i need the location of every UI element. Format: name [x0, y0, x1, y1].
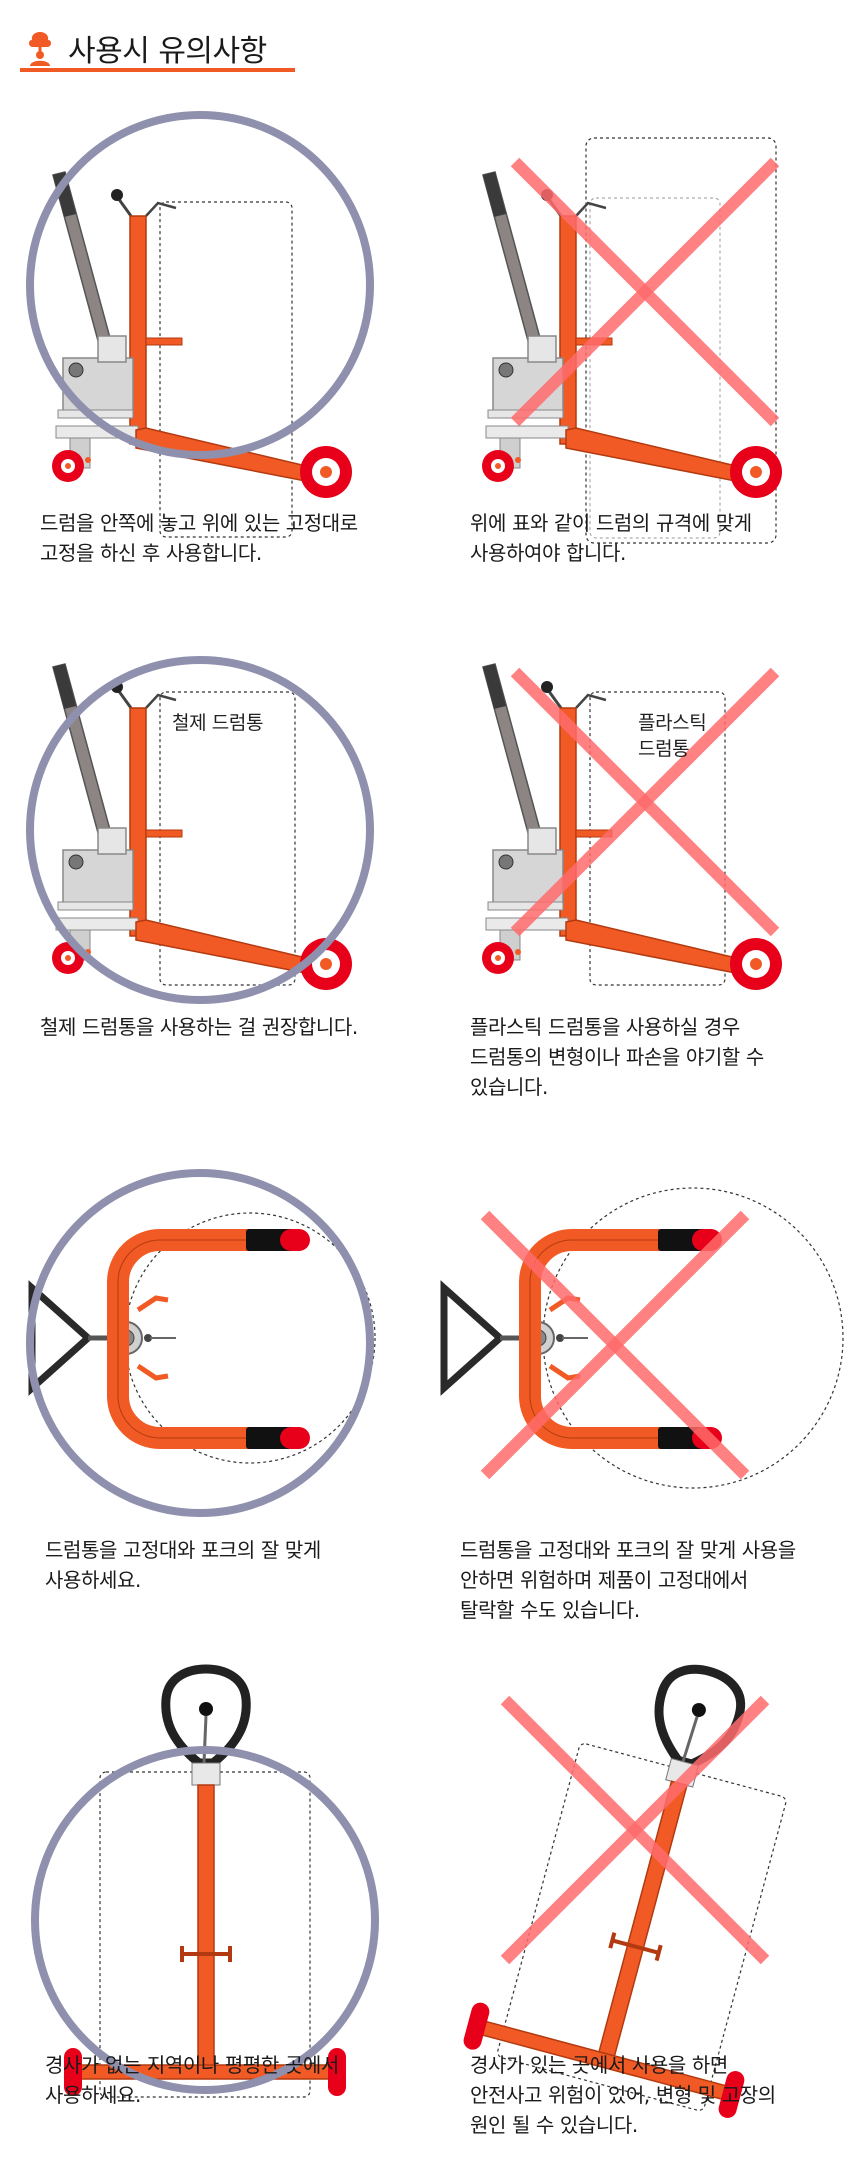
drum-type-label: 철제 드럼통 [172, 712, 264, 734]
panel-fork-fit-ok: 드럼통을 고정대와 포크의 잘 맞게 사용하세요. [0, 1140, 420, 1610]
drum-truck-front-illustration [31, 1655, 379, 2035]
panel-caption: 경사가 없는 지역이나 평평한 곳에서 사용하세요. [45, 2053, 339, 2107]
panel-caption: 드럼을 안쪽에 놓고 위에 있는 고정대로 고정을 하신 후 사용합니다. [40, 511, 358, 565]
panel-caption: 철제 드럼통을 사용하는 걸 권장합니다. [40, 1015, 358, 1039]
ok-circle-mark [26, 111, 374, 459]
drum-truck-top-illustration [0, 1169, 376, 1517]
panel-caption: 드럼통을 고정대와 포크의 잘 맞게 사용을 안하면 위험하며 제품이 고정대에… [460, 1538, 796, 1622]
panel-steel-drum: 철제 드럼통 철제 드럼통을 사용하는 걸 권장합니다. [0, 640, 420, 1110]
panel-slope: 경사가 있는 곳에서 사용을 하면 안전사고 위험이 있어, 변형 및 고장의 … [430, 1655, 850, 2137]
drum-truck-side-illustration [480, 137, 784, 544]
panel-caption: 드럼통을 고정대와 포크의 잘 맞게 사용하세요. [45, 1538, 321, 1592]
page-title: 사용시 유의사항 [68, 34, 267, 69]
section-header: 사용시 유의사항 [20, 18, 295, 74]
panel-caption: 위에 표와 같이 드럼의 규격에 맞게 사용하여야 합니다. [470, 511, 752, 565]
tree-person-icon [29, 32, 51, 66]
ng-x-mark [515, 162, 775, 422]
ok-circle-mark [26, 1169, 374, 1517]
ok-circle-mark [26, 656, 374, 1004]
drum-truck-side-illustration [26, 656, 374, 1004]
drum-type-label: 플라스틱 드럼통 [638, 712, 707, 760]
panel-drum-fixed: 드럼을 안쪽에 놓고 위에 있는 고정대로 고정을 하신 후 사용합니다. [0, 100, 420, 570]
drum-truck-top-illustration [430, 1187, 844, 1489]
panel-fork-fit-ng: 드럼통을 고정대와 포크의 잘 맞게 사용을 안하면 위험하며 제품이 고정대에… [430, 1140, 850, 1622]
panel-caption: 경사가 있는 곳에서 사용을 하면 안전사고 위험이 있어, 변형 및 고장의 … [470, 2053, 776, 2137]
drum-truck-front-illustration [430, 1655, 850, 2035]
panel-caption: 플라스틱 드럼통을 사용하실 경우 드럼통의 변형이나 파손을 야기할 수 있습… [470, 1015, 764, 1099]
panel-flat-ground: 경사가 없는 지역이나 평평한 곳에서 사용하세요. [0, 1655, 420, 2125]
panel-plastic-drum: 플라스틱 드럼통 플라스틱 드럼통을 사용하실 경우 드럼통의 변형이나 파손을… [430, 640, 850, 1110]
drum-truck-side-illustration [480, 662, 784, 992]
panel-drum-size: 위에 표와 같이 드럼의 규격에 맞게 사용하여야 합니다. [430, 100, 850, 570]
title-underline [20, 68, 295, 72]
ok-circle-mark [31, 1746, 379, 2094]
drum-truck-side-illustration [26, 111, 374, 538]
